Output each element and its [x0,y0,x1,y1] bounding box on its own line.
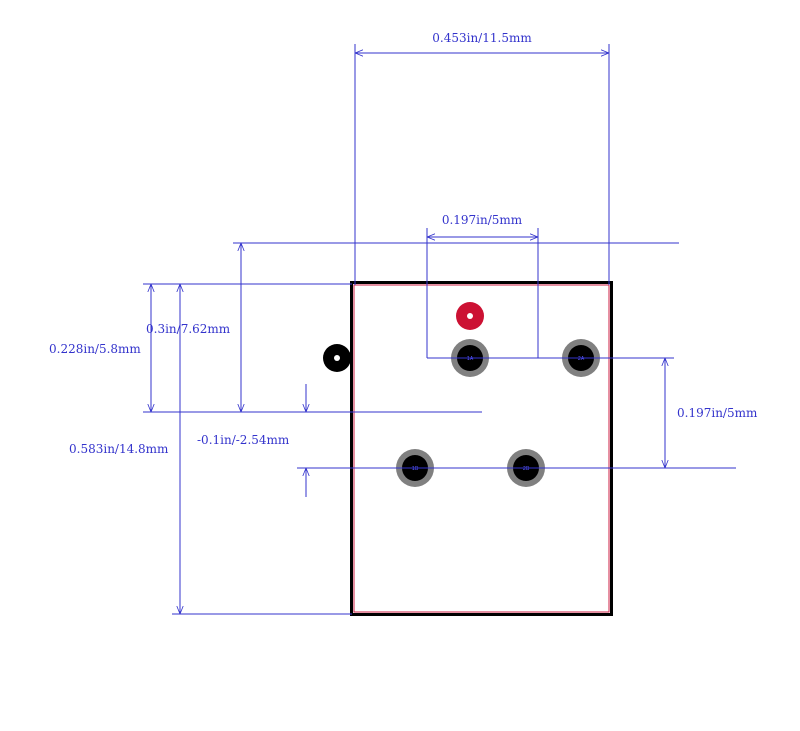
dimension-label-pad-pitch-horizontal: 0.197in/5mm [442,213,523,227]
dimension-label-offset-to-origin: 0.228in/5.8mm [49,342,141,356]
pin1-marker [456,302,484,330]
dimension-label-overall-width: 0.453in/11.5mm [432,31,532,45]
dimension-label-pad-pitch-vertical: 0.197in/5mm [677,406,758,420]
origin-marker [323,344,351,372]
pad-label: 1A [467,356,474,362]
dimension-label-origin-offset: -0.1in/-2.54mm [197,433,290,447]
dimension-label-offset-to-row: 0.3in/7.62mm [146,322,231,336]
dimension-pad-pitch-horizontal [426,228,674,359]
dimension-label-overall-height: 0.583in/14.8mm [69,442,169,456]
pad-label: 2A [578,356,585,362]
pad-label: 2B [523,466,530,472]
component-outline [350,281,613,616]
extension-lines [143,242,736,615]
dimension-overall-width [354,44,610,285]
pad-label: 1B [412,466,419,472]
